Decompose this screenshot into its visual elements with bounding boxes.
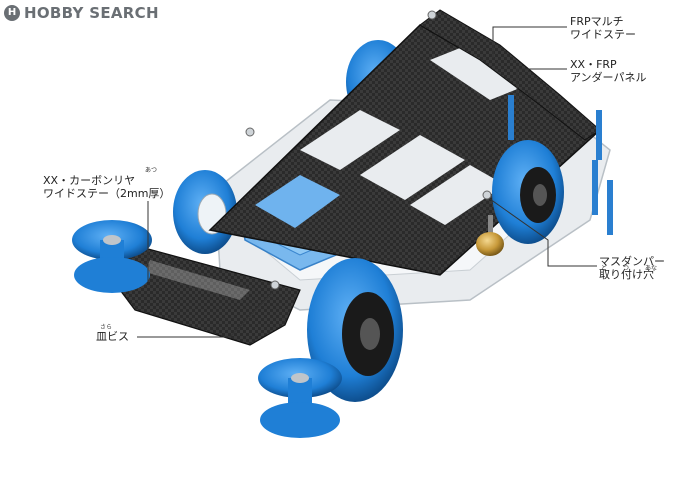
callout-text-line1: XX・カーボンリヤ xyxy=(43,174,136,187)
ruby-to: と xyxy=(601,265,608,272)
callout-line-mass-damper xyxy=(489,198,597,267)
roller-front-top xyxy=(72,220,152,293)
callout-line-under-panel xyxy=(516,68,567,110)
ruby-sara: さら xyxy=(100,324,113,331)
callout-frp-multi-wide-stay: FRPマルチ ワイドステー xyxy=(570,15,636,41)
callout-countersunk-screw: 皿ビス xyxy=(96,330,129,343)
tire-rear-right xyxy=(492,140,564,244)
callout-text-line2: アンダーパネル xyxy=(570,71,647,84)
mass-damper xyxy=(476,215,504,256)
callout-lines xyxy=(137,26,597,338)
rear-posts xyxy=(508,95,613,235)
ruby-tsu: つ xyxy=(623,265,630,272)
callout-text-line2: ワイドステー xyxy=(570,28,636,41)
callout-text-line1: マスダンパー xyxy=(599,255,665,268)
logo-icon: H xyxy=(4,5,20,21)
callout-xx-carbon-rear-wide-stay: XX・カーボンリヤ ワイドステー（2mm厚） xyxy=(43,174,170,200)
hobby-search-watermark: H HOBBY SEARCH xyxy=(4,4,159,22)
callout-xx-frp-under-panel: XX・FRP アンダーパネル xyxy=(570,58,646,84)
watermark-text: HOBBY SEARCH xyxy=(24,4,159,22)
screws xyxy=(245,10,492,290)
callout-mass-damper-mount-hole: マスダンパー と つ あな 取り付け穴 xyxy=(599,255,665,281)
callout-line-frp-multi xyxy=(492,26,567,58)
roller-front-bottom xyxy=(258,358,342,438)
ruby-ana: あな xyxy=(645,265,658,272)
ruby-atsu: あつ xyxy=(145,167,158,174)
callout-text-line1: FRPマルチ xyxy=(570,15,624,28)
callout-text-line1: XX・FRP xyxy=(570,58,617,71)
callout-text-line2: 取り付け穴 xyxy=(599,268,654,281)
callout-line-screw xyxy=(137,292,273,338)
callout-text-line2-wrap: と つ あな 取り付け穴 xyxy=(599,265,665,281)
callout-text-line2: ワイドステー（2mm厚） xyxy=(43,187,171,200)
